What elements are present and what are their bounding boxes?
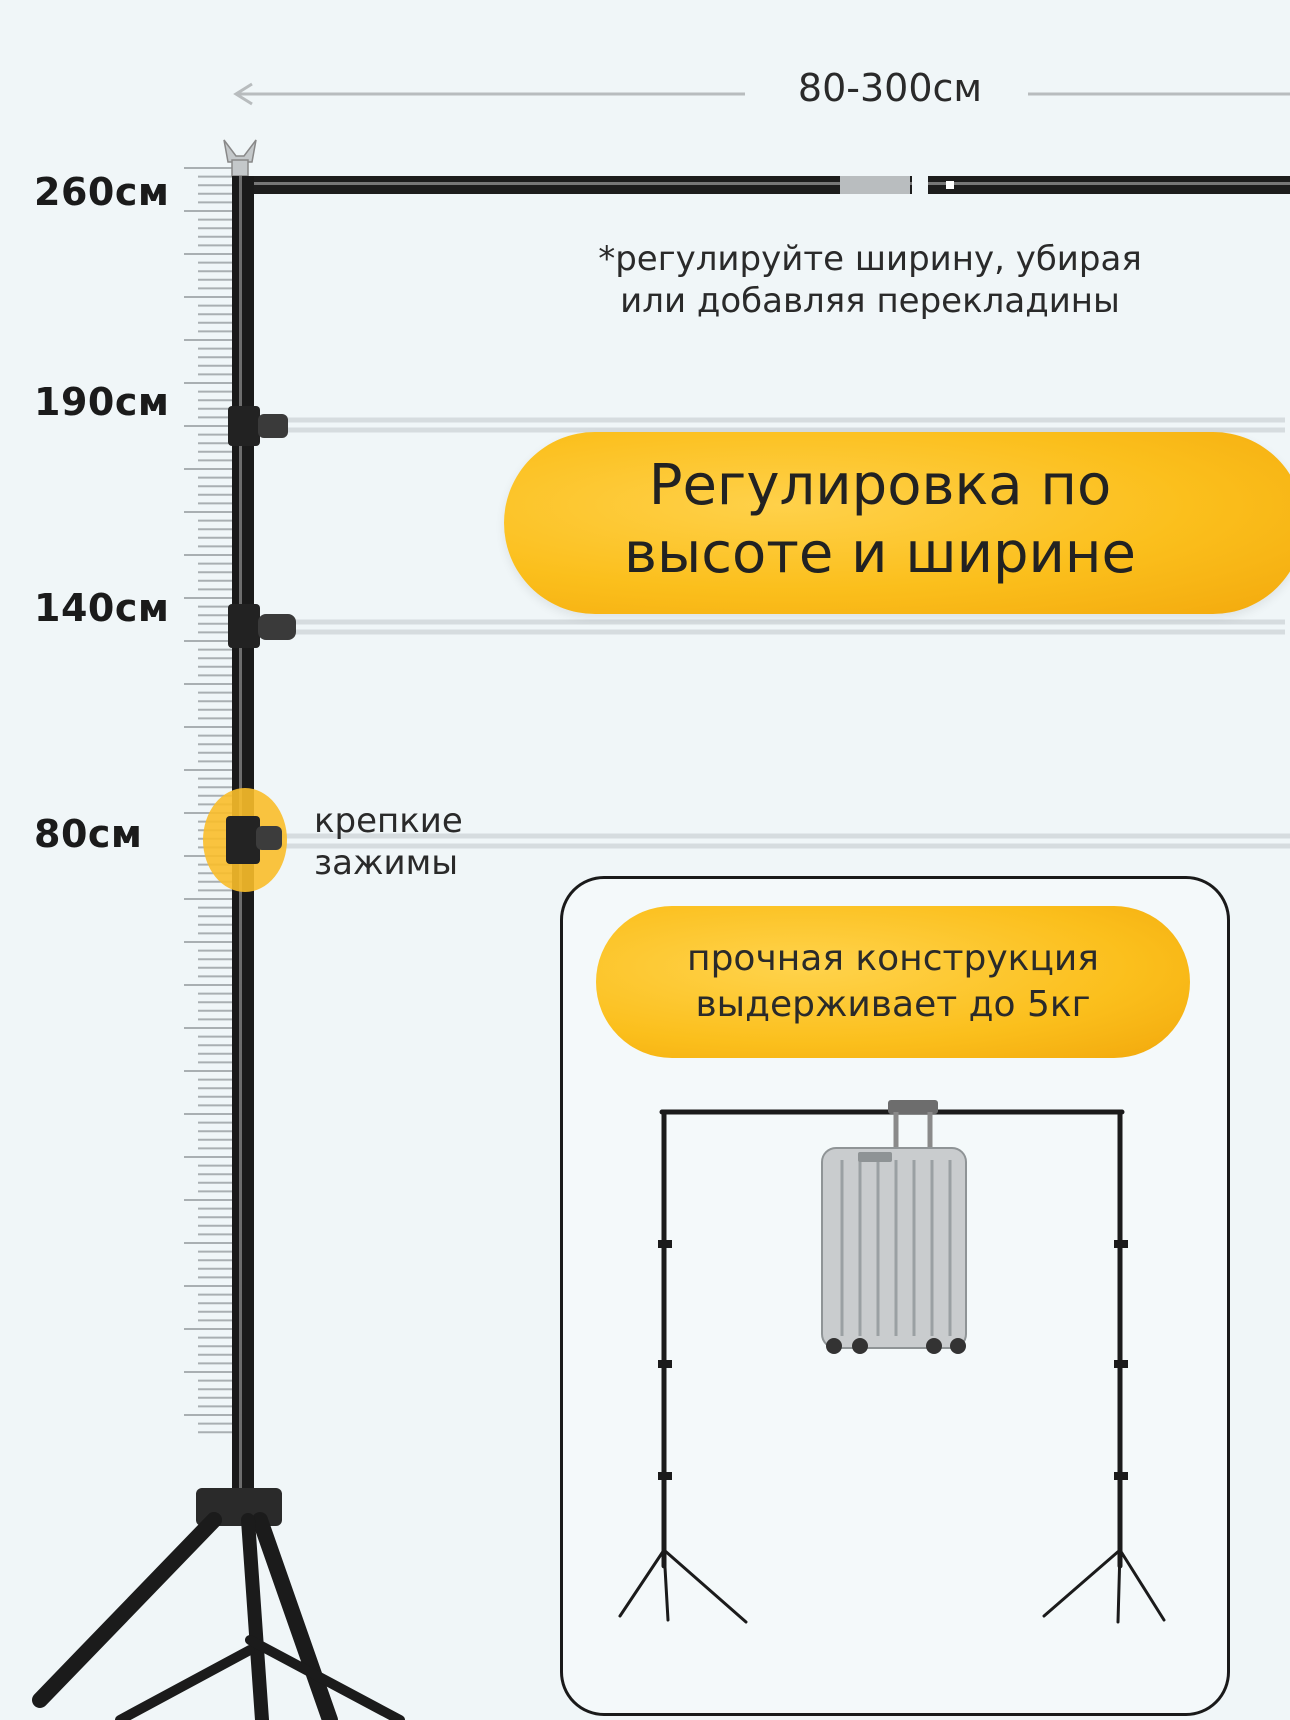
headline-text: Регулировка по высоте и ширине (560, 452, 1200, 588)
headline-badge (504, 432, 1290, 614)
strong-clamp-highlight (203, 788, 287, 892)
wing-nut-icon (223, 139, 257, 177)
top-crossbar (232, 176, 1290, 194)
clamp-line-1: крепкие (314, 801, 463, 841)
clamp-icon (228, 406, 296, 648)
strength-line-1: прочная конструкция (687, 938, 1099, 979)
strength-line-2: выдерживает до 5кг (695, 984, 1091, 1025)
width-range-label: 80-300см (797, 66, 983, 110)
note-line-2: или добавляя перекладины (620, 281, 1120, 321)
suitcase-icon (821, 1100, 967, 1354)
clamp-line-2: зажимы (314, 843, 459, 883)
measurement-ruler (184, 167, 232, 1434)
strength-badge (596, 906, 1190, 1058)
height-label-190: 190см (34, 380, 170, 424)
strength-text: прочная конструкция выдерживает до 5кг (610, 936, 1176, 1028)
width-adjust-note: *регулируйте ширину, убирая или добавляя… (520, 238, 1220, 322)
headline-line-2: высоте и ширине (624, 521, 1136, 586)
height-label-260: 260см (34, 170, 170, 214)
width-arrow (233, 82, 1290, 106)
headline-line-1: Регулировка по (648, 453, 1112, 518)
height-label-140: 140см (34, 586, 170, 630)
tripod-icon (32, 1488, 405, 1720)
clamp-label: крепкие зажимы (314, 800, 463, 884)
note-line-1: *регулируйте ширину, убирая (598, 239, 1142, 279)
crossbar-guides (262, 417, 1290, 849)
height-label-80: 80см (34, 812, 143, 856)
